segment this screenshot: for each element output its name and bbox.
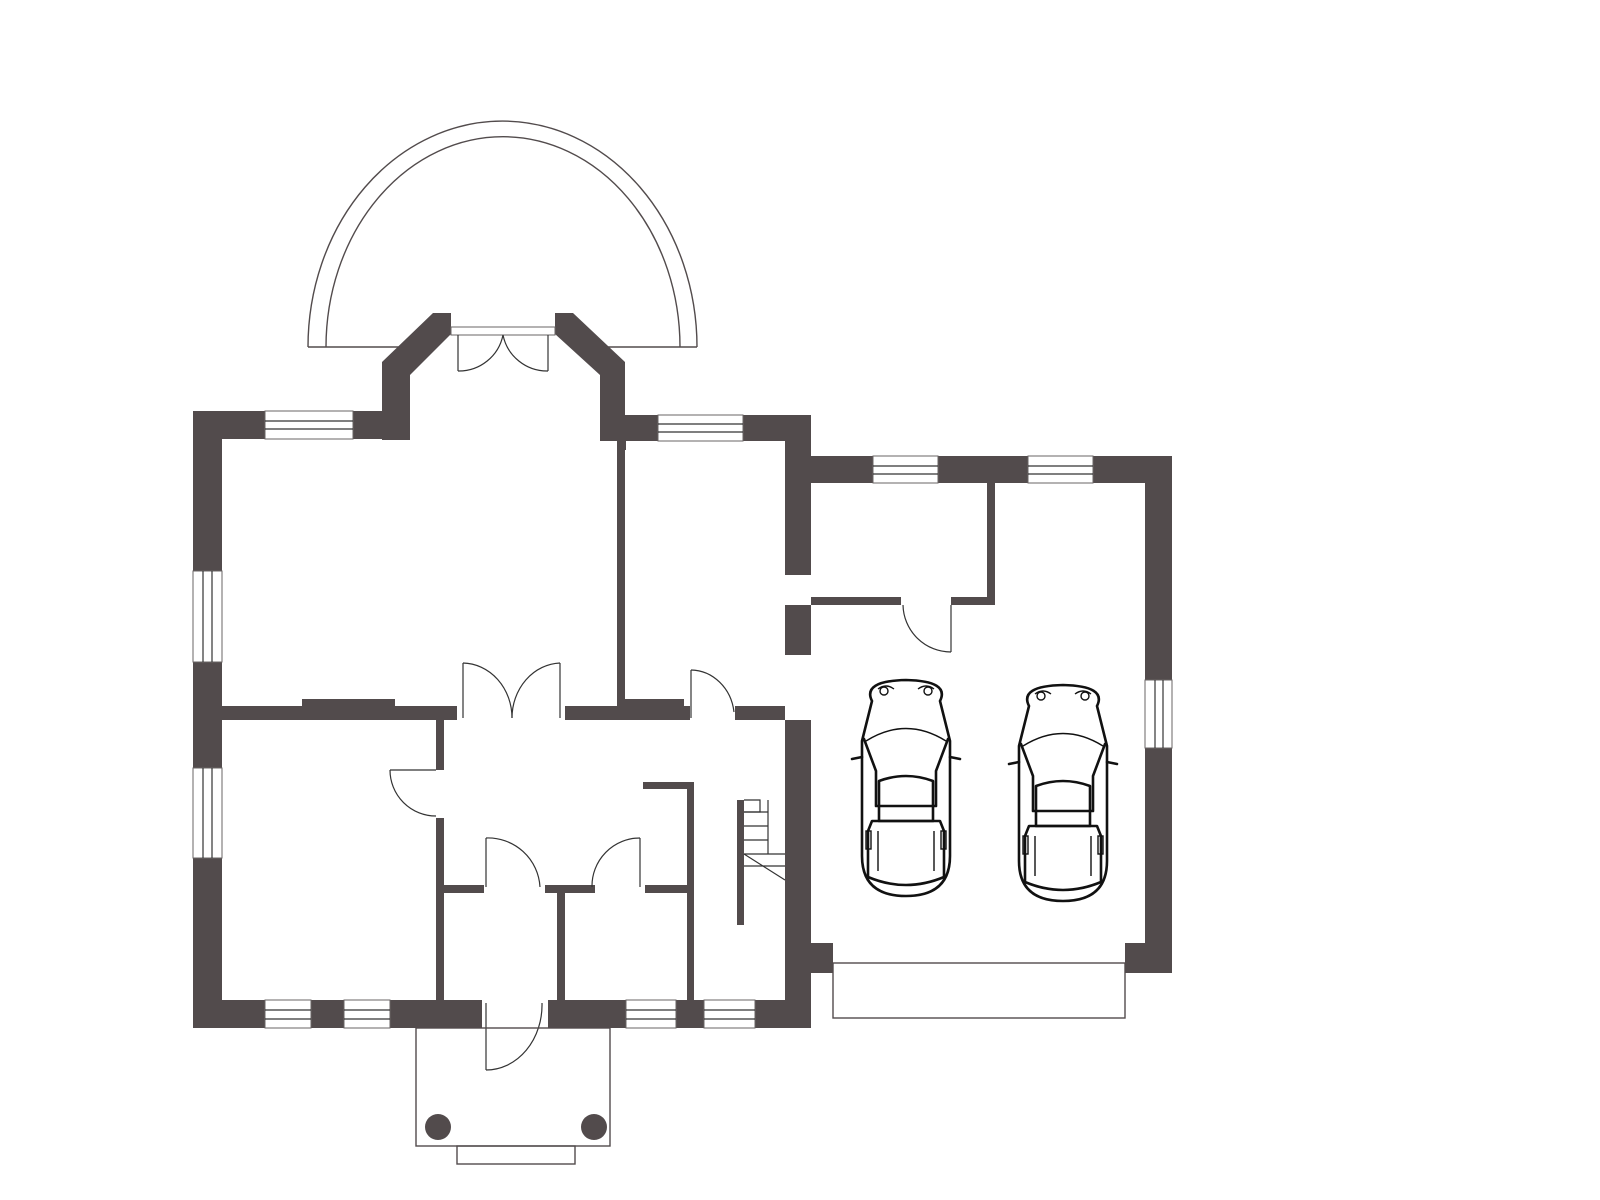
window-south-1 — [264, 999, 312, 1029]
entry-porch — [415, 1027, 611, 1165]
doors — [389, 326, 952, 1071]
window-west-top — [192, 570, 223, 663]
door-bath-2 — [591, 837, 641, 888]
stairs — [743, 799, 786, 881]
window-north-left — [264, 410, 354, 440]
window-south-3 — [625, 999, 677, 1029]
car-roof — [877, 774, 935, 823]
garage-cars — [850, 678, 1119, 903]
house-walls — [193, 313, 811, 1028]
window-garage-north-2 — [1027, 455, 1094, 484]
door-bath-1 — [485, 837, 541, 888]
window-garage-east — [1144, 679, 1173, 749]
door-garage-storage — [902, 604, 952, 653]
window-south-2 — [343, 999, 391, 1029]
door-terrace-double — [450, 326, 556, 372]
door-living-double — [462, 662, 561, 719]
car-roof — [1034, 779, 1092, 828]
garage-walls — [811, 456, 1172, 973]
windows — [192, 410, 1173, 1029]
semicircular-terrace — [307, 120, 698, 348]
car-body — [860, 678, 952, 898]
door-main-entry — [485, 1002, 543, 1071]
bay-wall-right — [555, 313, 625, 440]
window-south-4 — [703, 999, 756, 1029]
car-body — [1017, 683, 1109, 903]
bay-wall-left — [382, 313, 451, 440]
car-2 — [1007, 683, 1119, 903]
porch-column-left — [425, 1114, 451, 1140]
door-right-room — [690, 669, 735, 718]
window-north-right — [657, 414, 744, 442]
window-west-bottom — [192, 767, 223, 859]
porch-column-right — [581, 1114, 607, 1140]
car-1 — [850, 678, 962, 898]
door-bedroom — [389, 769, 437, 817]
window-garage-north-1 — [872, 455, 939, 484]
garage-apron — [832, 962, 1126, 1019]
